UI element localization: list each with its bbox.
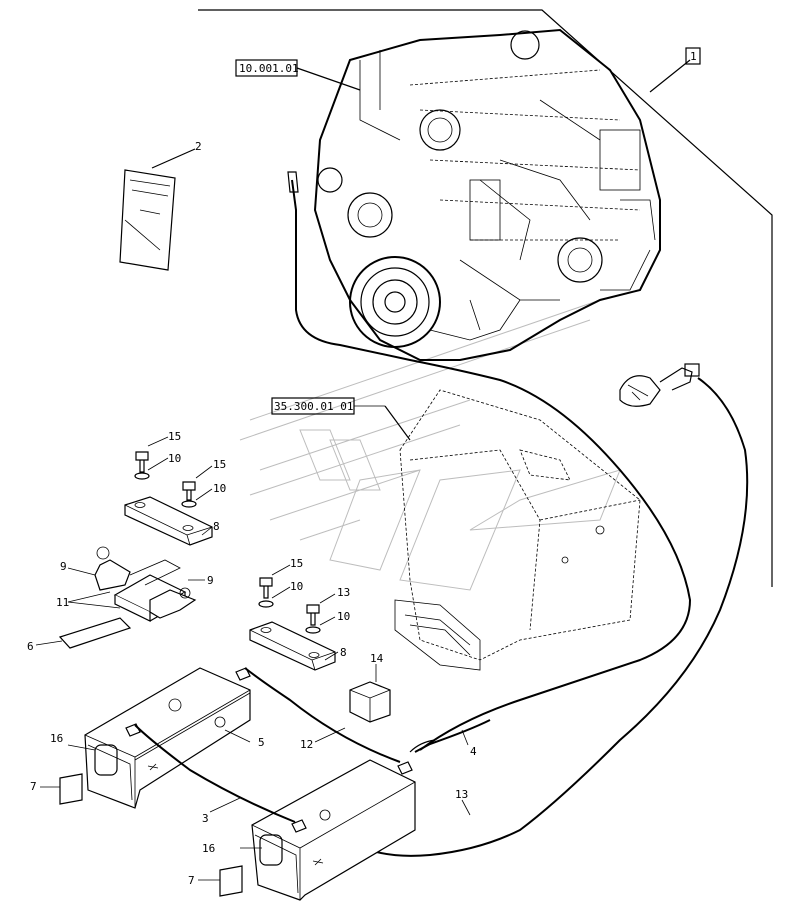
callout-3: 3 — [202, 812, 209, 825]
callout-7a: 7 — [30, 780, 37, 793]
callout-4: 4 — [470, 745, 477, 758]
engine-ref-box: 10.001.01 — [235, 59, 299, 77]
label-sticker-2 — [198, 865, 243, 897]
battery-cables — [134, 667, 491, 823]
battery-switch — [344, 363, 749, 857]
callout-15c: 15 — [290, 557, 303, 570]
watermark-logo — [239, 299, 621, 591]
assembly-ref-label: 1 — [690, 50, 697, 63]
rubber-block — [349, 664, 391, 723]
engine-assembly — [313, 28, 661, 361]
callout-2: 2 — [195, 140, 202, 153]
clamp-group — [67, 546, 205, 622]
callout-11: 11 — [56, 596, 69, 609]
callout-7b: 7 — [188, 874, 195, 887]
callout-10d: 10 — [337, 610, 350, 623]
callout-9a: 9 — [60, 560, 67, 573]
callout-9b: 9 — [207, 574, 214, 587]
battery-2 — [240, 759, 416, 901]
callout-10b: 10 — [213, 482, 226, 495]
engine-ref-label: 10.001.01 — [239, 62, 299, 75]
callout-13a: 13 — [337, 586, 350, 599]
ground-cable — [287, 171, 692, 751]
manual-booklet — [119, 148, 196, 271]
assembly-frame-line — [198, 9, 773, 587]
battery-1 — [67, 667, 251, 809]
pad-part — [35, 617, 132, 649]
callout-13b: 13 — [455, 788, 468, 801]
box-ref-box: 35.300.01 01 — [271, 397, 385, 415]
callout-14: 14 — [370, 652, 384, 665]
callout-5: 5 — [258, 736, 265, 749]
callout-15b: 15 — [213, 458, 226, 471]
callout-6: 6 — [27, 640, 34, 653]
callout-8b: 8 — [340, 646, 347, 659]
battery-box — [384, 389, 641, 671]
callout-8a: 8 — [213, 520, 220, 533]
bolt-group-2 — [249, 564, 339, 671]
callout-12: 12 — [300, 738, 313, 751]
bolt-group-1 — [124, 436, 213, 546]
box-ref-label: 35.300.01 01 — [274, 400, 353, 413]
callout-16b: 16 — [202, 842, 215, 855]
callout-16a: 16 — [50, 732, 63, 745]
assembly-ref-box: 1 — [685, 47, 701, 65]
callout-10a: 10 — [168, 452, 181, 465]
label-sticker-1 — [40, 773, 83, 805]
callout-10c: 10 — [290, 580, 303, 593]
callout-15a: 15 — [168, 430, 181, 443]
